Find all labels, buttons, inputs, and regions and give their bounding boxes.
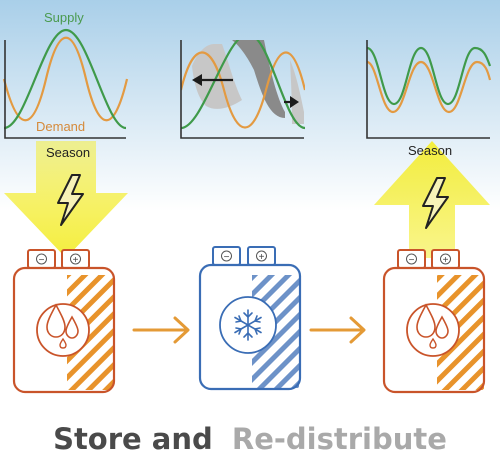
title-part-redistribute: Re-distribute [232,422,447,456]
droplet-icon [65,315,79,339]
flow-arrow-2 [309,316,366,344]
season-label-left: Season [46,145,90,160]
axes-2 [180,40,304,139]
terminal-plus-sign: + [73,255,79,266]
terminal-minus-sign: − [224,252,230,263]
terminal-plus-sign: + [443,255,449,266]
droplet-icon [435,315,449,339]
demand-curve-1 [2,36,129,122]
season-label-right: Season [408,143,452,158]
battery-body [12,266,116,394]
demand-curve-3 [366,60,492,114]
panel-shift [180,40,305,139]
supply-label: Supply [44,10,84,25]
gray-fill-main [232,40,285,118]
battery-body [198,263,302,391]
terminal-minus-sign: − [409,255,415,266]
gray-fill-right [290,60,304,124]
demand-label: Demand [36,119,85,134]
battery-hot-left: − + [12,249,116,394]
demand-curve-2 [181,51,305,129]
droplet-icon [429,337,437,349]
droplet-icon [416,303,436,338]
supply-curve-3 [366,46,492,106]
terminal-minus-sign: − [39,255,45,266]
diagram-title: Store and Re-distribute [53,422,447,456]
droplet-icon [59,337,67,349]
charge-arrow-down: Season [4,141,128,258]
axes-1 [4,40,126,139]
lightning-icon [422,177,449,229]
flow-arrow-1 [132,316,190,344]
title-part-store: Store and [53,422,213,456]
battery-cold-middle: − + [198,246,302,391]
snowflake-icon [234,309,262,341]
battery-hot-right: − + [382,249,486,394]
lightning-icon [57,174,84,226]
supply-curve-2 [181,40,305,130]
panel-matched [366,40,492,139]
droplet-icon [46,303,66,338]
panel-supply-demand: Supply Demand [2,10,129,139]
shift-arrow-right [284,96,299,108]
axes-3 [366,40,490,139]
discharge-arrow-up: Season [374,141,490,258]
battery-body [382,266,486,394]
supply-curve-1 [3,28,127,130]
shift-arrow-left [192,74,233,86]
terminal-plus-sign: + [259,252,265,263]
